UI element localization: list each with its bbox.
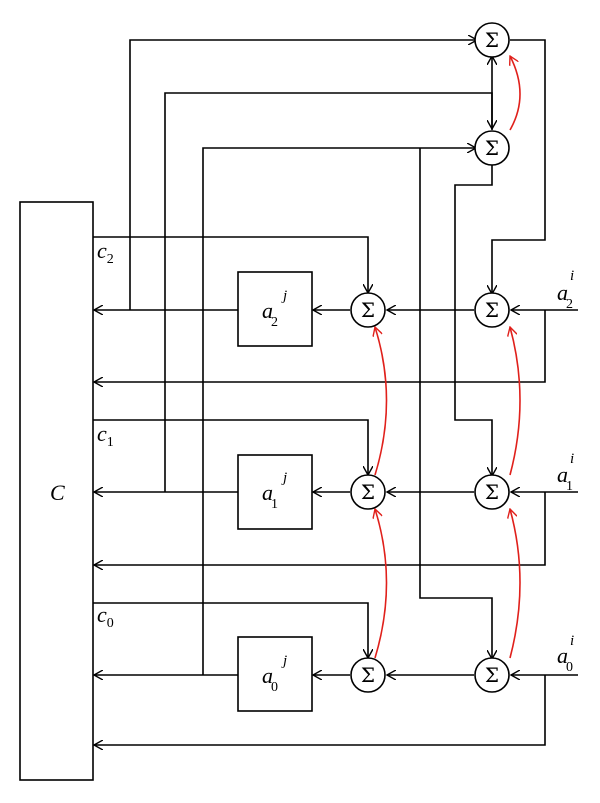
wires	[93, 40, 578, 745]
carry-label-c2: c2	[97, 238, 114, 267]
feedback-arc-top	[510, 56, 521, 131]
svg-text:j: j	[281, 288, 287, 304]
sum-node-row2-left: Σ	[350, 292, 386, 328]
row1-return	[94, 492, 546, 565]
svg-text:j: j	[281, 470, 287, 486]
row0-return	[94, 675, 546, 745]
svg-text:i: i	[570, 451, 574, 467]
feedback-arc-left-lower	[375, 509, 388, 659]
bus-top-inner	[202, 148, 476, 675]
sum-node-mid: Σ	[474, 130, 510, 166]
feedback-arcs	[375, 56, 521, 659]
feedback-arc-right-lower	[510, 509, 521, 659]
svg-text:a1: a1	[557, 462, 573, 494]
svg-text:Σ: Σ	[485, 28, 499, 52]
svg-text:Σ: Σ	[361, 663, 375, 687]
row2-return	[94, 310, 546, 382]
sum-node-top: Σ	[474, 22, 510, 58]
block-c-label: C	[50, 480, 65, 505]
coeff-block-a2j: a2 j	[237, 271, 313, 347]
bus-top-middle	[164, 92, 492, 492]
feedback-arc-right-upper	[510, 327, 521, 476]
sum-node-row0-left: Σ	[350, 657, 386, 693]
carry-label-c0: c0	[97, 602, 114, 631]
svg-text:Σ: Σ	[485, 480, 499, 504]
svg-text:a2: a2	[262, 298, 278, 330]
carry-c2-line	[93, 236, 368, 293]
svg-text:Σ: Σ	[361, 480, 375, 504]
feedback-arc-left-upper	[375, 327, 388, 476]
svg-text:i: i	[570, 268, 574, 284]
coeff-block-a1j: a1 j	[237, 454, 313, 530]
sum-node-row1-right: Σ	[474, 474, 510, 510]
svg-text:a2: a2	[557, 280, 573, 312]
svg-text:Σ: Σ	[485, 663, 499, 687]
input-label-a2i: a2 i	[557, 268, 574, 312]
sum-node-row2-right: Σ	[474, 292, 510, 328]
svg-text:a0: a0	[557, 643, 573, 675]
bus-sum-top-out	[492, 39, 546, 294]
coeff-block-a0j: a0 j	[237, 636, 313, 712]
input-label-a1i: a1 i	[557, 451, 574, 494]
svg-text:j: j	[281, 653, 287, 669]
carry-c1-line	[93, 419, 368, 475]
bus-sum-mid-out	[454, 165, 492, 476]
sum-node-row1-left: Σ	[350, 474, 386, 510]
svg-text:Σ: Σ	[485, 136, 499, 160]
input-label-a0i: a0 i	[557, 633, 574, 675]
svg-text:a0: a0	[262, 663, 278, 695]
svg-text:i: i	[570, 633, 574, 649]
svg-text:Σ: Σ	[485, 298, 499, 322]
block-c: C	[19, 201, 94, 781]
carry-c0-line	[93, 602, 368, 658]
bus-sum-third	[419, 148, 492, 659]
carry-label-c1: c1	[97, 421, 114, 450]
svg-text:Σ: Σ	[361, 298, 375, 322]
sum-node-row0-right: Σ	[474, 657, 510, 693]
bus-top-outer	[129, 40, 477, 310]
svg-text:a1: a1	[262, 480, 278, 512]
